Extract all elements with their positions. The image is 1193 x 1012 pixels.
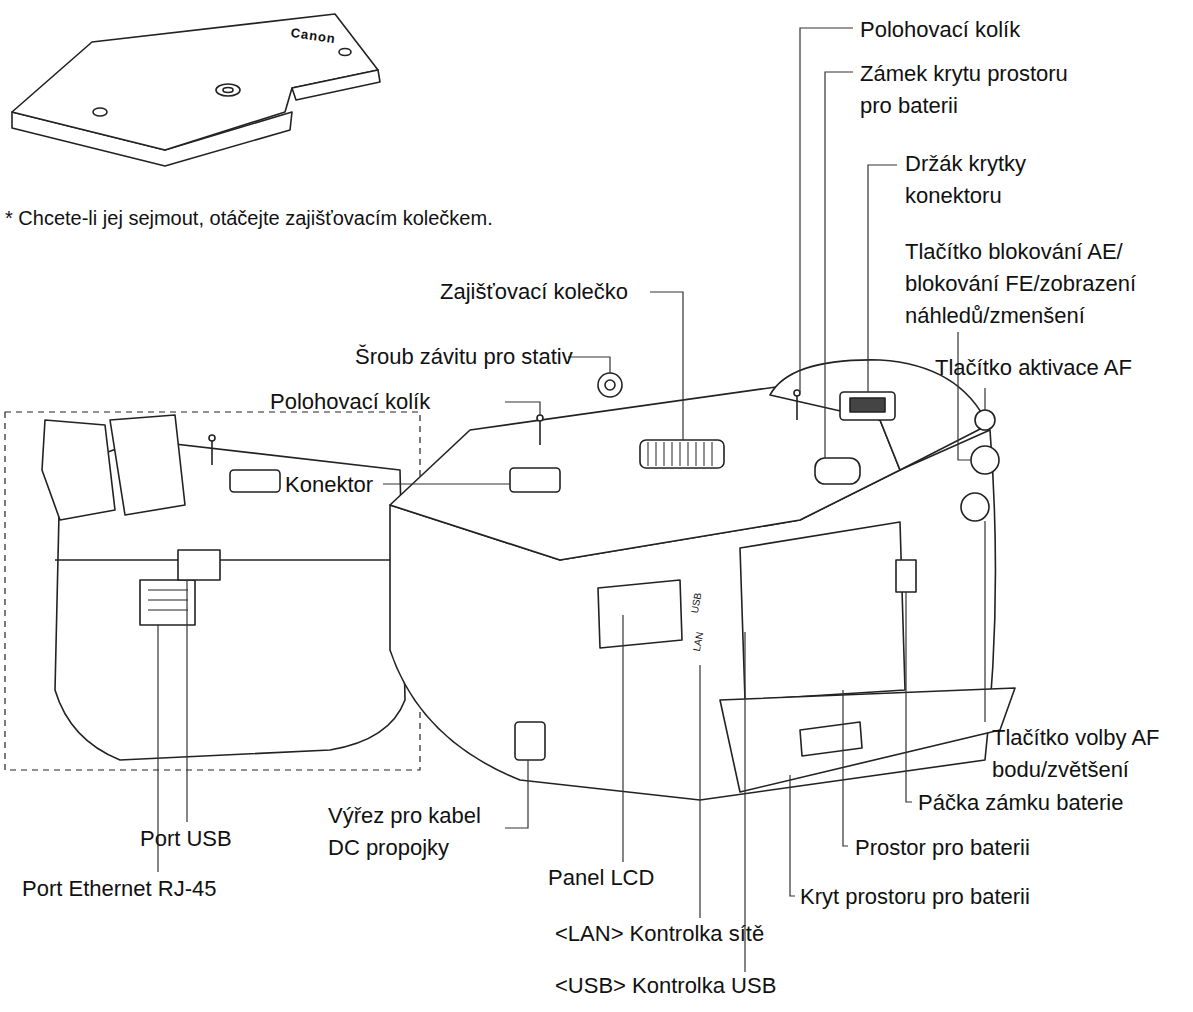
leader-lines <box>158 28 985 972</box>
leader-lines <box>984 388 985 410</box>
leader-lines <box>984 521 985 722</box>
leader-lines <box>650 292 683 440</box>
leader-lines <box>622 615 623 862</box>
part-label: Tlačítko volby AF bodu/zvětšení <box>992 722 1182 786</box>
leader-lines <box>383 483 510 484</box>
battery-grip <box>605 380 615 390</box>
part-label: Výřez pro kabel DC propojky <box>328 800 506 864</box>
inset-view <box>5 412 420 770</box>
part-label: Zámek krytu prostoru pro baterii <box>860 58 1090 122</box>
leader-lines <box>843 690 848 846</box>
part-label: Šroub závitu pro stativ <box>355 341 573 373</box>
part-label: Držák krytky konektoru <box>905 148 1070 212</box>
inset-view <box>110 415 185 515</box>
part-label: <USB> Kontrolka USB <box>555 970 776 1002</box>
tripod-plate <box>292 70 380 100</box>
battery-grip <box>598 373 622 397</box>
part-label: Kryt prostoru pro baterii <box>800 881 1030 913</box>
part-label: <LAN> Kontrolka sítě <box>555 918 764 950</box>
inset-view <box>148 590 188 610</box>
part-label: Port USB <box>140 823 232 855</box>
leader-lines <box>568 357 610 373</box>
leader-lines <box>505 760 528 828</box>
leader-lines <box>906 592 912 802</box>
battery-grip <box>840 392 895 420</box>
battery-grip <box>971 446 999 474</box>
battery-grip <box>896 560 916 592</box>
inset-view <box>5 412 420 770</box>
part-label: Prostor pro baterii <box>855 832 1030 864</box>
tripod-plate <box>223 88 233 93</box>
battery-grip <box>740 522 905 700</box>
inset-view <box>178 550 220 580</box>
battery-grip <box>510 468 560 492</box>
leader-lines <box>825 72 853 458</box>
tripod-plate <box>216 84 240 96</box>
leader-lines <box>800 28 853 392</box>
inset-view <box>230 470 280 492</box>
battery-grip <box>648 442 712 466</box>
battery-grip <box>961 493 989 521</box>
battery-grip <box>539 420 541 445</box>
part-label: Polohovací kolík <box>860 14 1020 46</box>
battery-grip <box>850 398 885 412</box>
inset-view <box>209 435 215 441</box>
battery-grip <box>815 458 860 484</box>
leader-lines <box>505 402 540 416</box>
part-label: Tlačítko blokování AE/ blokování FE/zobr… <box>905 236 1193 332</box>
part-label: Panel LCD <box>548 862 654 894</box>
leader-lines <box>958 332 971 460</box>
note-text: * Chcete-li jej sejmout, otáčejte zajišť… <box>5 204 493 233</box>
part-label: Zajišťovací kolečko <box>440 276 628 308</box>
inset-view <box>42 420 115 520</box>
tripod-plate <box>93 108 107 116</box>
leader-lines <box>186 580 187 822</box>
battery-grip <box>720 688 1015 792</box>
inset-view <box>211 440 213 465</box>
battery-grip <box>794 390 800 396</box>
battery-grip <box>975 410 995 430</box>
battery-grip <box>796 395 798 420</box>
leader-lines <box>790 775 795 896</box>
tripod-plate <box>339 49 351 56</box>
inset-view <box>55 559 400 561</box>
part-label: Páčka zámku baterie <box>918 787 1123 819</box>
leader-lines <box>699 665 700 918</box>
part-label: Port Ethernet RJ-45 <box>22 873 216 905</box>
battery-grip <box>598 580 682 648</box>
part-label: Konektor <box>285 469 373 501</box>
tripod-plate <box>12 14 380 166</box>
battery-grip <box>515 722 545 760</box>
battery-grip <box>390 360 1015 800</box>
battery-grip <box>800 722 862 756</box>
battery-grip <box>640 440 724 468</box>
part-label: Tlačítko aktivace AF <box>935 352 1132 384</box>
part-label: Polohovací kolík <box>270 386 430 418</box>
leader-lines <box>868 165 897 392</box>
